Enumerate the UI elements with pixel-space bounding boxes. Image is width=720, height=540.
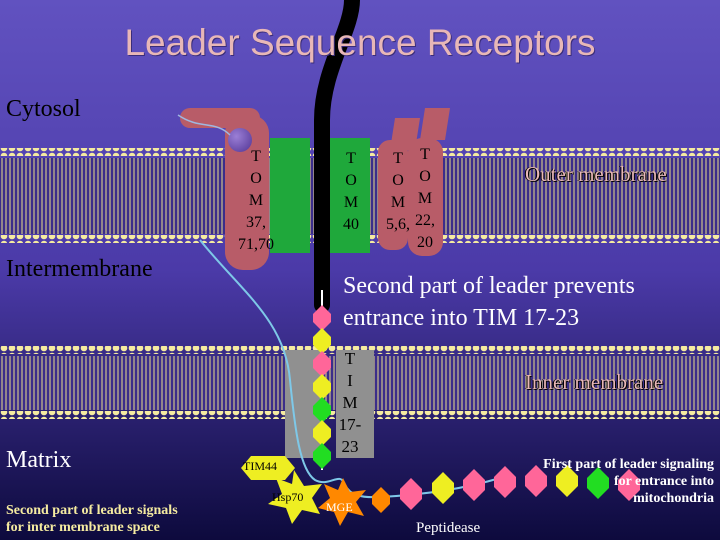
hexagon: [587, 467, 609, 499]
page-title: Leader Sequence Receptors: [124, 22, 596, 63]
hexagon: [313, 443, 331, 469]
mge-star: [318, 478, 366, 526]
second-part-prevents-note: Second part of leader prevents entrance …: [343, 273, 635, 331]
tom40-channel: [270, 138, 370, 253]
hexagon: [313, 328, 331, 354]
hexagon: [400, 478, 422, 510]
matrix-hexagon-chain: [372, 465, 640, 513]
tim44-label: TIM44: [243, 459, 277, 473]
first-part-note: First part of leader signaling for entra…: [543, 457, 714, 506]
hexagon: [556, 465, 578, 497]
hexagon-chain: [313, 305, 331, 469]
hexagon: [313, 374, 331, 400]
tom22-20-receptor: [378, 108, 450, 256]
hexagon: [494, 466, 516, 498]
cytosol-label: Cytosol: [6, 96, 81, 122]
hexagon: [618, 469, 640, 501]
matrix-label: Matrix: [6, 447, 72, 473]
hexagon: [313, 351, 331, 377]
leader-chain: [314, 0, 360, 313]
hexagon: [313, 397, 331, 423]
hexagon: [372, 487, 390, 513]
inner-membrane-label: Inner membrane: [525, 370, 664, 394]
peptidease-label: Peptidease: [416, 520, 481, 536]
hexagon: [313, 420, 331, 446]
mge-label: MGE: [326, 500, 353, 514]
tim44-shape: [241, 456, 295, 480]
hexagon: [463, 469, 485, 501]
hsp70-label: Hsp70: [272, 490, 304, 504]
outer-strand: [177, 114, 231, 136]
hsp70-star: [268, 470, 322, 524]
intermembrane-label: Intermembrane: [6, 256, 153, 282]
outer-membrane-label: Outer membrane: [525, 162, 667, 186]
hexagon: [525, 465, 547, 497]
hexagon: [313, 305, 331, 331]
hexagon: [432, 472, 454, 504]
second-part-signals-note: Second part of leader signals for inter …: [6, 503, 178, 535]
tom37-70-receptor: [180, 108, 269, 270]
